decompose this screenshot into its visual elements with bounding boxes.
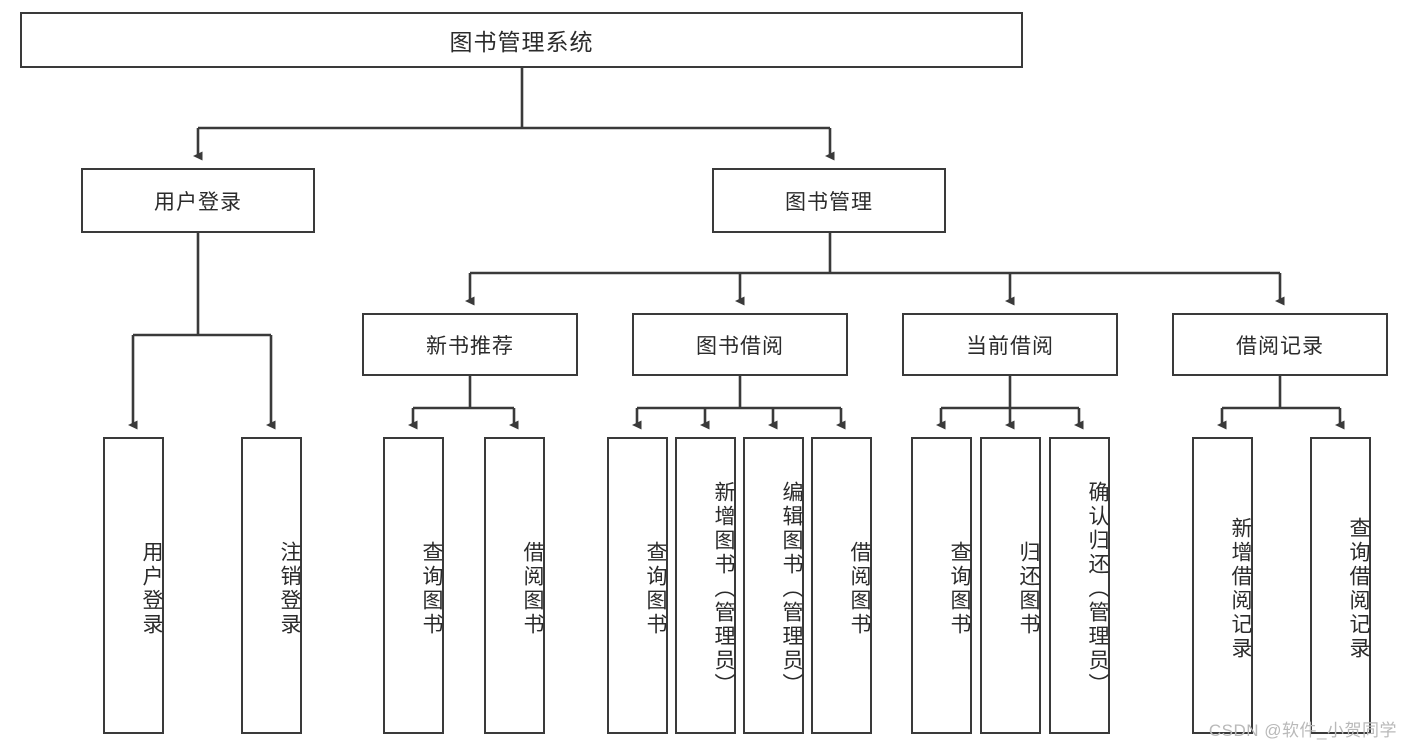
node-leaf-query-book-3-label: 查询图书 xyxy=(948,540,971,637)
node-leaf-add-book[interactable]: 新增图书（管理员） xyxy=(675,437,736,734)
node-leaf-query-book-2-label: 查询图书 xyxy=(644,540,667,637)
node-book-borrow-label: 图书借阅 xyxy=(696,334,784,358)
node-leaf-confirm-return-label: 确认归还（管理员） xyxy=(1086,480,1109,697)
node-leaf-return-book[interactable]: 归还图书 xyxy=(980,437,1041,734)
node-leaf-edit-book-label: 编辑图书（管理员） xyxy=(780,480,803,697)
node-leaf-borrow-book-2[interactable]: 借阅图书 xyxy=(811,437,872,734)
node-leaf-add-record[interactable]: 新增借阅记录 xyxy=(1192,437,1253,734)
node-leaf-borrow-book-1-label: 借阅图书 xyxy=(521,540,544,637)
node-user-login[interactable]: 用户登录 xyxy=(81,168,315,233)
node-new-book-recommend[interactable]: 新书推荐 xyxy=(362,313,578,376)
node-leaf-borrow-book-1[interactable]: 借阅图书 xyxy=(484,437,545,734)
node-leaf-return-book-label: 归还图书 xyxy=(1017,540,1040,637)
node-leaf-logout-login[interactable]: 注销登录 xyxy=(241,437,302,734)
node-user-login-label: 用户登录 xyxy=(154,190,242,214)
node-leaf-query-record[interactable]: 查询借阅记录 xyxy=(1310,437,1371,734)
node-leaf-borrow-book-2-label: 借阅图书 xyxy=(848,540,871,637)
node-leaf-query-book-1-label: 查询图书 xyxy=(420,540,443,637)
node-book-manage-label: 图书管理 xyxy=(785,190,873,214)
node-leaf-add-book-label: 新增图书（管理员） xyxy=(712,480,735,697)
node-leaf-query-book-1[interactable]: 查询图书 xyxy=(383,437,444,734)
node-current-borrow-label: 当前借阅 xyxy=(966,334,1054,358)
node-book-manage[interactable]: 图书管理 xyxy=(712,168,946,233)
node-borrow-record-label: 借阅记录 xyxy=(1236,334,1324,358)
node-current-borrow[interactable]: 当前借阅 xyxy=(902,313,1118,376)
node-root-label: 图书管理系统 xyxy=(449,29,594,55)
node-leaf-query-book-3[interactable]: 查询图书 xyxy=(911,437,972,734)
node-book-borrow[interactable]: 图书借阅 xyxy=(632,313,848,376)
node-leaf-logout-login-label: 注销登录 xyxy=(278,540,301,637)
node-leaf-user-login[interactable]: 用户登录 xyxy=(103,437,164,734)
node-root[interactable]: 图书管理系统 xyxy=(20,12,1023,68)
node-leaf-query-record-label: 查询借阅记录 xyxy=(1347,516,1370,661)
node-leaf-user-login-label: 用户登录 xyxy=(140,540,163,637)
node-borrow-record[interactable]: 借阅记录 xyxy=(1172,313,1388,376)
node-new-book-recommend-label: 新书推荐 xyxy=(426,334,514,358)
node-leaf-query-book-2[interactable]: 查询图书 xyxy=(607,437,668,734)
node-leaf-add-record-label: 新增借阅记录 xyxy=(1229,516,1252,661)
node-leaf-edit-book[interactable]: 编辑图书（管理员） xyxy=(743,437,804,734)
node-leaf-confirm-return[interactable]: 确认归还（管理员） xyxy=(1049,437,1110,734)
watermark: CSDN @软件_小贺同学 xyxy=(1208,721,1397,740)
